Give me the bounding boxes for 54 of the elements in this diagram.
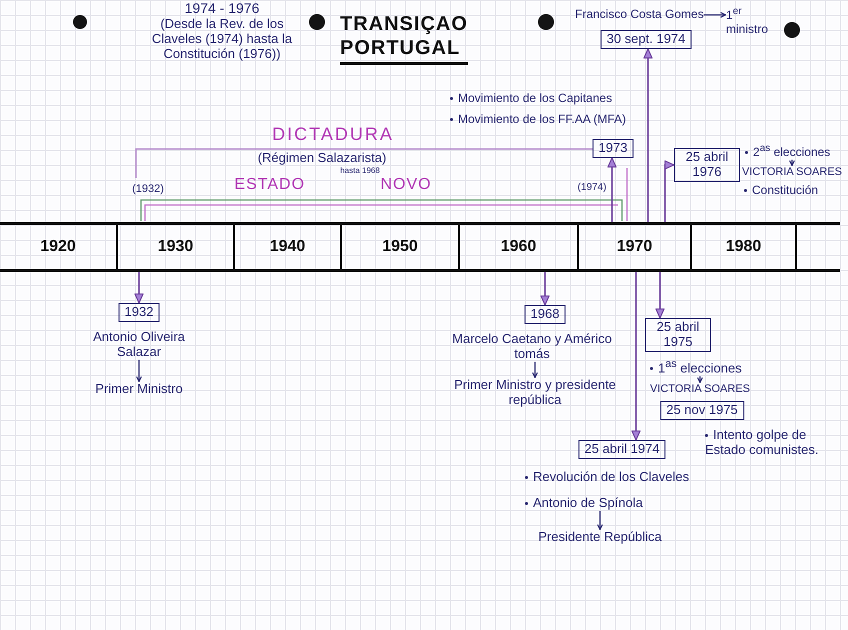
arrow [540,272,550,306]
event-text: 2$^{as}$ elecciones [745,143,830,160]
arrow [134,272,144,304]
decade-cell: 1980 [692,222,797,272]
event-text: Antonio Oliveira Salazar [79,330,199,360]
date-box: 1932 [118,303,160,322]
event-text: VICTORIA SOARES [650,383,750,396]
period-note: (Régimen Salazarista) [258,151,386,166]
event-note: Intento golpe de Estado comunistes. [705,428,845,458]
date-box: 25 nov 1975 [660,401,744,420]
date-box: 25 abril 1975 [645,318,711,352]
arrow [664,160,675,222]
arrow [789,160,795,166]
decade-cell: 1960 [460,222,579,272]
year-label: (1932) [132,183,164,196]
arrow [704,12,726,18]
date-box: 30 sept. 1974 [600,30,692,49]
event-text: 1$^{as}$ elecciones [650,358,742,376]
date-range-label: 1974 - 1976 [184,0,260,16]
year-label: (1974) [578,182,606,194]
decade-cell: 1930 [118,222,235,272]
event-text: Francisco Costa Gomes [575,8,704,22]
arrow [136,360,142,382]
arrow [607,157,617,222]
arrow [643,48,653,222]
decade-cell: 1940 [235,222,342,272]
subtitle-note: (Desde la Rev. de los Claveles (1974) hasta la Constitución (1976)) [150,17,294,62]
event-text: Marcelo Caetano y Américo tomás [450,332,614,362]
event-text: 1$^{er}$ ministro [726,6,782,37]
event-text: VICTORIA SOARES [742,166,842,179]
event-text: Presidente República [538,530,662,545]
arrow [655,272,665,319]
arrow [697,376,703,383]
date-box: 1973 [592,139,634,158]
event-note: Movimiento de los FF.AA (MFA) [450,113,626,127]
date-box: 1968 [524,305,566,324]
event-note: Constitución [744,184,818,198]
event-text: Primer Ministro [95,382,183,397]
decade-cell: 1920 [0,222,118,272]
date-box: 25 abril 1976 [674,148,740,182]
event-note: Revolución de los Claveles [525,470,690,485]
period-note: hasta 1968 [340,166,380,176]
decade-cell: 1970 [579,222,692,272]
event-text: Antonio de Spínola [525,496,643,511]
title: TRANSIÇAO PORTUGAL [340,12,468,65]
event-note: Movimiento de los Capitanes [450,92,612,106]
period-label: DICTADURA [272,124,394,145]
event-text: Primer Ministro y presidente república [452,378,618,408]
period-label: ESTADO NOVO [234,176,432,194]
arrow [631,272,641,441]
arrow [532,362,538,378]
decade-cell: 1950 [342,222,460,272]
date-box: 25 abril 1974 [578,440,666,459]
arrow [597,510,603,530]
